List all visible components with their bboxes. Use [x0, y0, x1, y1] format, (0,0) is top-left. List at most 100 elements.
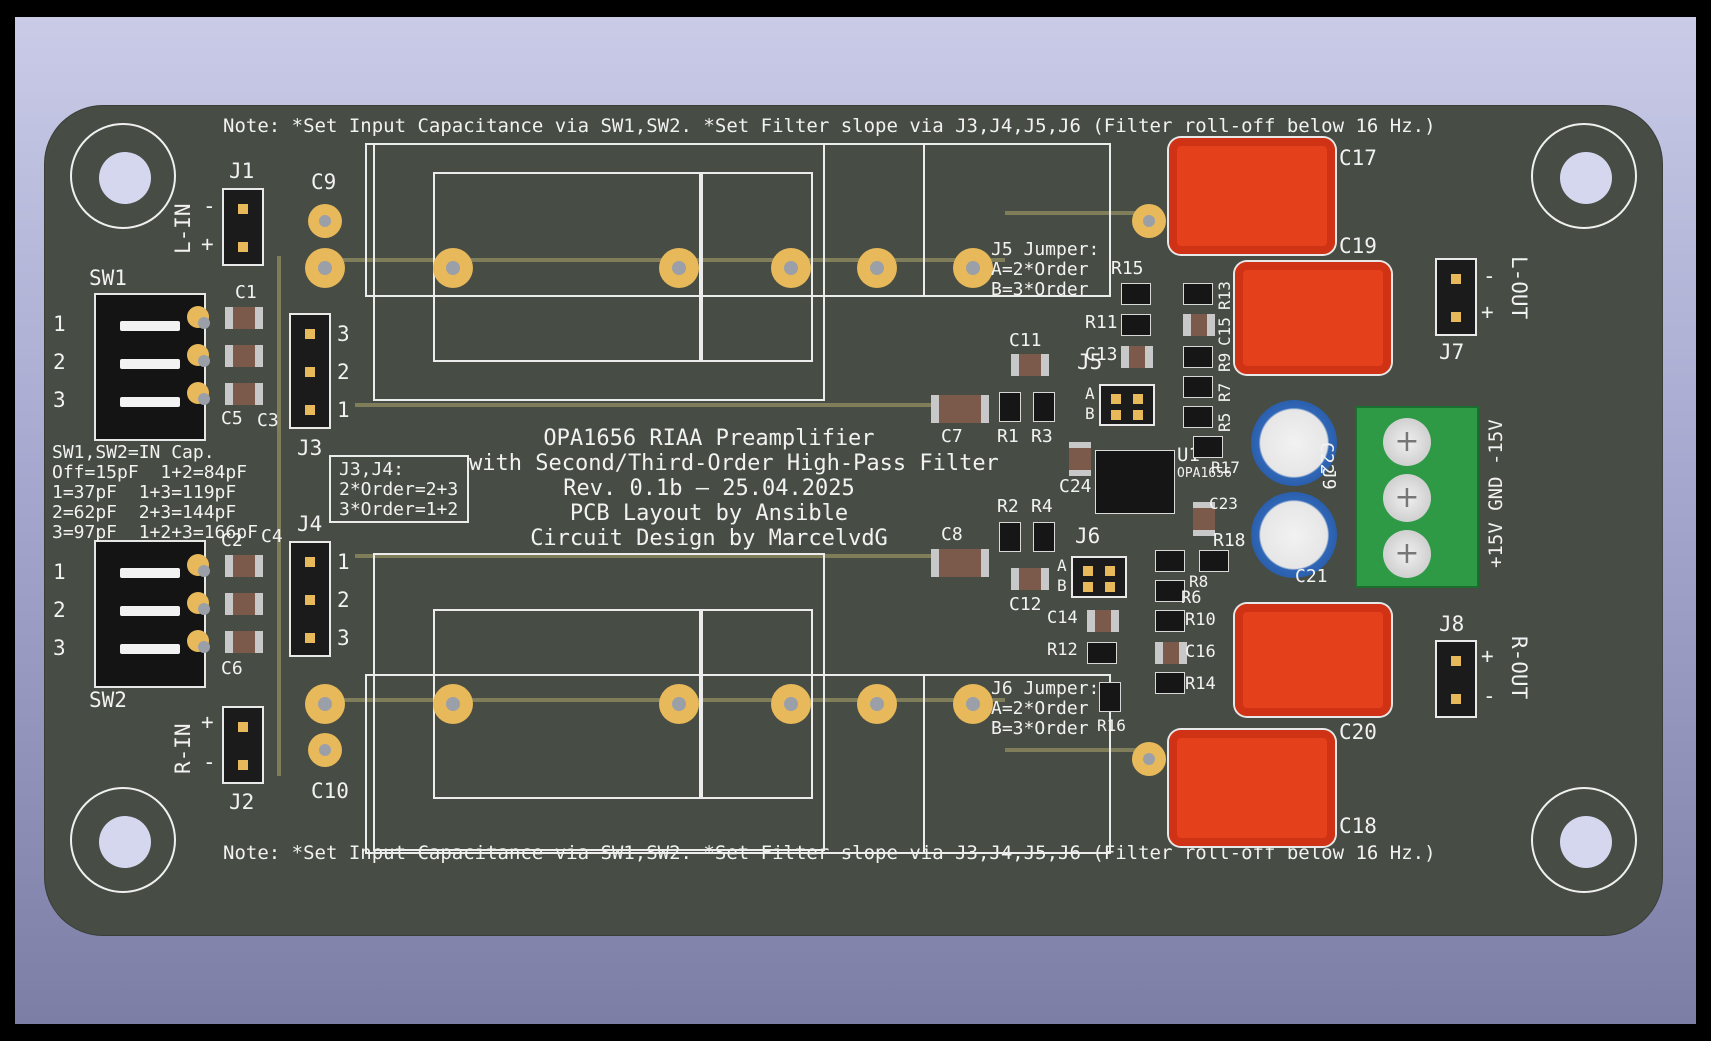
c10-pad-2 — [305, 684, 345, 724]
j6-pin-b: B — [1057, 576, 1067, 595]
sw2-switch-2[interactable] — [120, 606, 180, 616]
sw-cap-info-line-2: Off=15pF 1+2=84pF — [52, 462, 248, 483]
sw1-switch-3[interactable] — [120, 397, 180, 407]
title-line-5: Circuit Design by MarcelvdG — [530, 526, 888, 551]
j3j4-info-line-2: 2*Order=2+3 — [339, 479, 459, 500]
j6-ref: J6 — [1075, 524, 1101, 548]
sw1-pad-2 — [187, 344, 210, 367]
r2-ref: R2 — [997, 496, 1019, 517]
sw1-dip-switch[interactable] — [94, 293, 206, 441]
sw2-pin-1: 1 — [53, 560, 66, 584]
trace-j4-pin1 — [355, 554, 945, 558]
c17-film-capacitor — [1169, 138, 1335, 254]
r7-ref: R7 — [1215, 382, 1234, 402]
j4-header[interactable] — [289, 541, 331, 657]
j2-header — [222, 706, 264, 784]
j9-power-terminal — [1355, 406, 1479, 588]
sw2-pin-2: 2 — [53, 598, 66, 622]
j3j4-info-line-3: 3*Order=1+2 — [339, 499, 459, 520]
c18-film-capacitor — [1169, 730, 1335, 846]
r4-resistor — [1033, 522, 1055, 552]
c24-ref: C24 — [1059, 476, 1092, 497]
c9-pad-1 — [308, 204, 342, 238]
r3-resistor — [1033, 392, 1055, 422]
sw2-switch-1[interactable] — [120, 568, 180, 578]
c12-ref: C12 — [1009, 594, 1042, 615]
c3-ref: C3 — [257, 410, 279, 431]
sw1-switch-1[interactable] — [120, 321, 180, 331]
mounting-hole-top-left — [70, 123, 176, 229]
c13-capacitor — [1121, 346, 1153, 368]
trace-left-vertical — [277, 256, 281, 776]
sw-cap-info-line-3: 1=37pF 1+3=119pF — [52, 482, 237, 503]
pad-top-d — [857, 248, 897, 288]
trace-right-lower — [1005, 748, 1155, 752]
r-in-label: R-IN — [171, 723, 195, 774]
sw2-ref: SW2 — [89, 688, 127, 712]
title-line-4: PCB Layout by Ansible — [569, 501, 849, 526]
c24-capacitor — [1069, 442, 1091, 476]
r5-ref: R5 — [1215, 412, 1234, 432]
r9-resistor — [1183, 346, 1213, 368]
j5-info-line-1: J5 Jumper: — [991, 239, 1100, 260]
j4-ref: J4 — [297, 512, 323, 536]
r1-ref: R1 — [997, 426, 1019, 447]
c7-ref: C7 — [941, 426, 963, 447]
j7-plus: + — [1481, 300, 1494, 324]
r8-ref: R8 — [1189, 572, 1209, 591]
mounting-hole-bottom-left — [70, 787, 176, 893]
j5-info-line-2: A=2*Order — [991, 259, 1089, 280]
r11-ref: R11 — [1085, 312, 1118, 333]
r9-ref: R9 — [1215, 352, 1234, 372]
c2-capacitor — [225, 555, 263, 577]
sw2-switch-3[interactable] — [120, 644, 180, 654]
c11-capacitor — [1011, 354, 1049, 376]
j3-pin-1: 1 — [337, 398, 350, 422]
j4-pin-2: 2 — [337, 588, 350, 612]
j5-info-line-3: B=3*Order — [991, 279, 1089, 300]
r11-resistor — [1121, 314, 1151, 336]
j1-plus: + — [201, 232, 214, 256]
sw1-pin-1: 1 — [53, 312, 66, 336]
r13-ref: R13 — [1215, 281, 1234, 310]
c9-right-frame — [923, 143, 1111, 297]
r6-resistor — [1155, 580, 1185, 602]
c9-body — [433, 172, 813, 362]
pad-bottom-a — [433, 684, 473, 724]
sw1-switch-2[interactable] — [120, 359, 180, 369]
c11-ref: C11 — [1009, 330, 1042, 351]
u1-part: OPA1656 — [1177, 466, 1232, 481]
c21-ref: C21 — [1295, 566, 1328, 587]
trace-right-upper — [1005, 211, 1155, 215]
j5-jumper[interactable] — [1099, 384, 1155, 426]
j3-header[interactable] — [289, 313, 331, 429]
r17-resistor — [1193, 436, 1223, 458]
c6-capacitor — [225, 631, 263, 653]
c2-ref: C2 — [221, 530, 243, 551]
j4-pin-1: 1 — [337, 550, 350, 574]
r12-ref: R12 — [1047, 640, 1078, 660]
j3j4-info-box — [329, 455, 469, 523]
r18-resistor — [1199, 550, 1229, 572]
c3-capacitor — [225, 345, 263, 367]
j8-header — [1435, 640, 1477, 718]
r1-resistor — [999, 392, 1021, 422]
r13-resistor — [1183, 283, 1213, 305]
l-out-label: L-OUT — [1507, 256, 1531, 320]
c23-capacitor — [1193, 502, 1215, 536]
j3-ref: J3 — [297, 436, 323, 460]
c15-ref: C15 — [1215, 317, 1234, 346]
r17-ref: R17 — [1211, 458, 1240, 477]
r7-resistor — [1183, 376, 1213, 398]
j7-ref: J7 — [1439, 340, 1465, 364]
j8-plus: + — [1481, 644, 1494, 668]
mounting-hole-top-right — [1531, 123, 1637, 229]
c1-ref: C1 — [235, 282, 257, 303]
c15-capacitor — [1183, 314, 1215, 336]
sw1-ref: SW1 — [89, 266, 127, 290]
sw2-pin-3: 3 — [53, 636, 66, 660]
j6-jumper[interactable] — [1071, 556, 1127, 598]
c19-ref: C19 — [1339, 234, 1377, 258]
c14-capacitor — [1087, 610, 1119, 632]
j4-pin-3: 3 — [337, 626, 350, 650]
